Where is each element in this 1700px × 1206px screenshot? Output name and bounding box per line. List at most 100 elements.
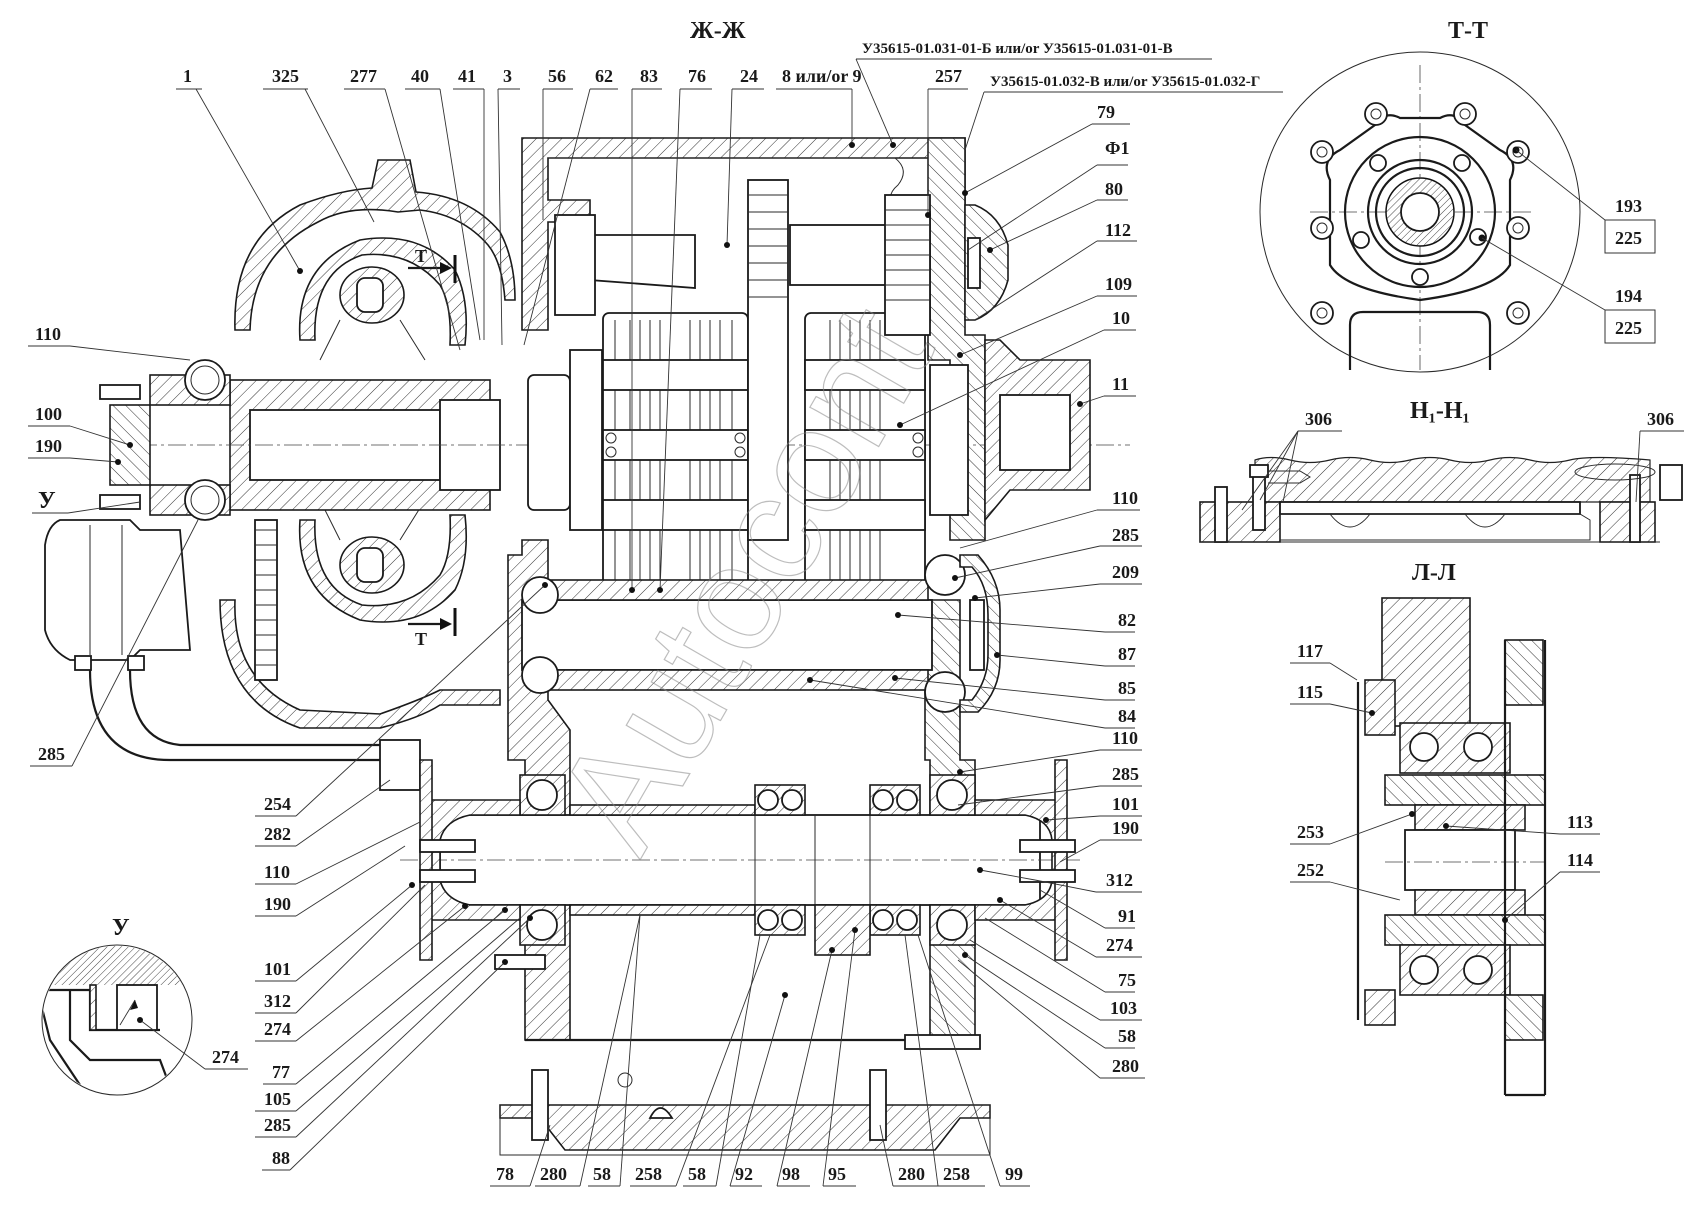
svg-text:325: 325 <box>272 66 299 86</box>
callout-280-r: 280 <box>957 959 1145 1079</box>
svg-text:114: 114 <box>1567 850 1593 870</box>
svg-text:99: 99 <box>1005 1164 1023 1184</box>
svg-text:62: 62 <box>595 66 613 86</box>
callout-190-l2: 190 <box>255 845 406 917</box>
callout-77: 77 <box>263 907 508 1085</box>
svg-text:58: 58 <box>688 1164 706 1184</box>
svg-text:312: 312 <box>264 991 291 1011</box>
svg-text:76: 76 <box>688 66 706 86</box>
callout-112: 112 <box>974 220 1137 321</box>
callout-101-r: 101 <box>1043 794 1142 823</box>
svg-text:274: 274 <box>264 1019 291 1039</box>
svg-text:75: 75 <box>1118 970 1136 990</box>
svg-text:H₁-H₁: H₁-H₁ <box>1410 398 1470 424</box>
callout-80: 80 <box>987 179 1128 253</box>
svg-text:Т-Т: Т-Т <box>1448 18 1488 44</box>
callouts-top: 1 325 277 40 41 3 56 62 83 76 24 8 или/o… <box>176 41 1283 593</box>
callout-285-l2: 285 <box>255 915 533 1138</box>
callout-62: 62 <box>523 66 618 346</box>
intermediate-shaft-82 <box>521 599 933 671</box>
svg-text:110: 110 <box>264 862 290 882</box>
callout-100: 100 <box>28 404 133 448</box>
svg-text:101: 101 <box>1112 794 1139 814</box>
svg-text:274: 274 <box>212 1047 239 1067</box>
svg-text:277: 277 <box>350 66 377 86</box>
callout-40: 40 <box>405 66 481 341</box>
callout-257: 257 <box>925 66 968 218</box>
svg-text:280: 280 <box>540 1164 567 1184</box>
svg-text:10: 10 <box>1112 308 1130 328</box>
svg-text:274: 274 <box>1106 935 1133 955</box>
svg-text:110: 110 <box>35 324 61 344</box>
section-arrow-t-bottom: Т <box>408 608 457 649</box>
callout-1: 1 <box>176 66 303 274</box>
svg-text:306: 306 <box>1647 409 1674 429</box>
callout-274-l: 274 <box>255 903 468 1042</box>
callout-110-r2: 110 <box>957 728 1142 775</box>
callout-f1: Ф1 <box>967 138 1129 251</box>
torus-upper <box>298 237 468 361</box>
svg-text:254: 254 <box>264 794 291 814</box>
callout-285-l1: 285 <box>30 519 199 767</box>
svg-text:Т: Т <box>415 246 427 266</box>
oil-pipe <box>88 669 380 762</box>
callout-190-l1: 190 <box>28 436 121 465</box>
svg-text:79: 79 <box>1097 102 1115 122</box>
section-arrow-t-top: Т <box>408 246 457 283</box>
callout-282: 282 <box>255 779 391 847</box>
svg-text:306: 306 <box>1305 409 1332 429</box>
svg-text:1: 1 <box>183 66 192 86</box>
callout-277: 277 <box>344 66 461 351</box>
svg-text:282: 282 <box>264 824 291 844</box>
svg-text:190: 190 <box>35 436 62 456</box>
svg-text:103: 103 <box>1110 998 1137 1018</box>
callout-56: 56 <box>542 66 573 220</box>
svg-text:95: 95 <box>828 1164 846 1184</box>
callout-254: 254 <box>255 582 548 817</box>
callout-105: 105 <box>255 917 521 1112</box>
svg-text:109: 109 <box>1105 274 1132 294</box>
svg-text:84: 84 <box>1118 706 1136 726</box>
callout-110-l1: 110 <box>28 324 191 361</box>
oil-pan <box>499 1104 991 1151</box>
callout-part-032: У35615-01.032-В или/or У35615-01.032-Г <box>964 74 1283 151</box>
callouts-bottom: 78 280 58 258 58 92 98 95 280 258 99 <box>490 914 1030 1187</box>
svg-text:У35615-01.031-01-Б или/or У356: У35615-01.031-01-Б или/or У35615-01.031-… <box>862 41 1173 57</box>
callout-312-l: 312 <box>255 884 426 1014</box>
callout-110-l2: 110 <box>255 821 421 885</box>
svg-text:193: 193 <box>1615 196 1642 216</box>
svg-text:88: 88 <box>272 1148 290 1168</box>
callout-190-r: 190 <box>1059 818 1142 863</box>
callout-92: 92 <box>729 992 788 1187</box>
section-h1-view: H₁-H₁ 306 306 <box>1199 398 1684 543</box>
svg-text:Л-Л: Л-Л <box>1412 560 1456 586</box>
callout-115: 115 <box>1290 682 1375 716</box>
svg-text:91: 91 <box>1118 906 1136 926</box>
callout-82: 82 <box>895 610 1136 633</box>
svg-text:77: 77 <box>272 1062 290 1082</box>
svg-text:285: 285 <box>264 1115 291 1135</box>
svg-text:115: 115 <box>1297 682 1323 702</box>
svg-text:209: 209 <box>1112 562 1139 582</box>
svg-text:285: 285 <box>1112 525 1139 545</box>
callout-325: 325 <box>263 66 375 223</box>
svg-text:58: 58 <box>593 1164 611 1184</box>
svg-text:85: 85 <box>1118 678 1136 698</box>
callout-114: 114 <box>1502 850 1600 923</box>
svg-text:82: 82 <box>1118 610 1136 630</box>
torque-converter-housing <box>234 159 516 331</box>
callout-88: 88 <box>262 959 508 1171</box>
callout-306-left: 306 <box>1241 409 1342 511</box>
svg-text:110: 110 <box>1112 728 1138 748</box>
svg-text:78: 78 <box>496 1164 514 1184</box>
svg-text:8 или/or 9: 8 или/or 9 <box>782 66 862 86</box>
callout-101-l: 101 <box>255 882 415 982</box>
svg-text:117: 117 <box>1297 641 1323 661</box>
callout-274-detail: 274 <box>137 1017 248 1070</box>
callout-280-b2: 280 <box>879 1124 938 1187</box>
callout-58-r: 58 <box>962 952 1136 1049</box>
callout-part-031: У35615-01.031-01-Б или/or У35615-01.031-… <box>855 41 1212 148</box>
svg-text:У: У <box>112 915 130 941</box>
svg-text:280: 280 <box>898 1164 925 1184</box>
main-section-title: Ж-Ж <box>690 18 746 44</box>
